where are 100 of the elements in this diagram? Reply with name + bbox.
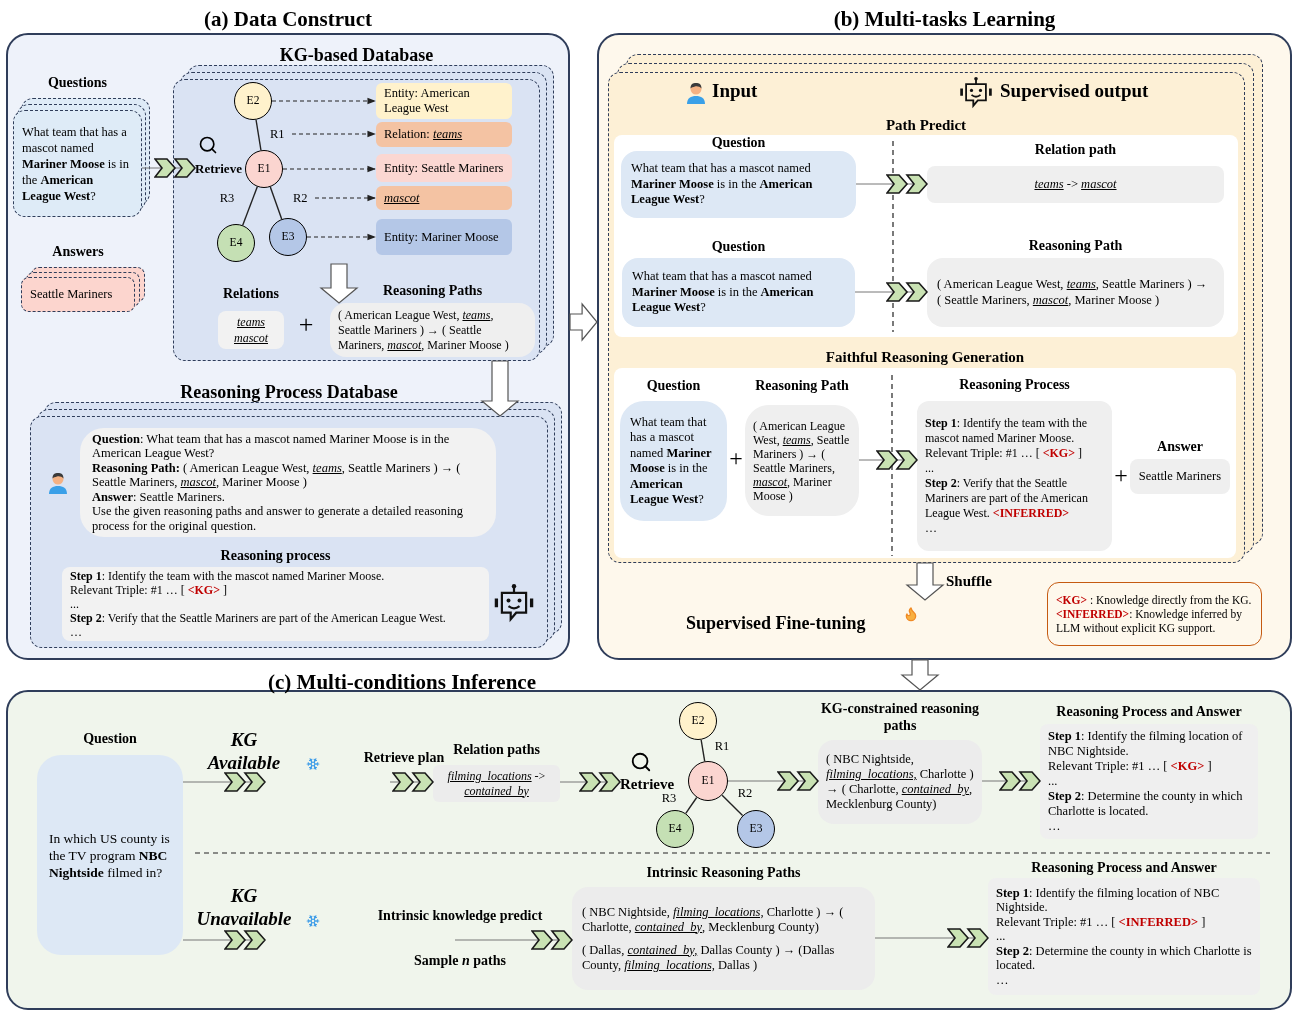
note-text: <KG> : Knowledge directly from the KG. — [1056, 593, 1253, 607]
step-label: Sample n paths — [413, 954, 507, 968]
reasoning-text: Step 2: Verify that the Seattle Mariners are part of the American League West. <INFERRED> — [925, 476, 1089, 521]
block-arrow — [319, 263, 359, 304]
path-text: teams -> mascot — [1034, 176, 1117, 194]
path-text: ( NBC Nightside, filming_locations, Charlotte ) → ( Charlotte, contained_by, Mecklenburg County) — [826, 752, 974, 812]
relation-label: R1 — [270, 126, 292, 142]
block-arrow — [569, 302, 598, 342]
reasoning-text: … — [1048, 819, 1062, 834]
reasoning-text: … — [996, 972, 1010, 988]
heading: Answers — [51, 243, 105, 260]
entity-node: E2 — [234, 82, 272, 120]
answer-text: Seattle Mariners — [1138, 468, 1222, 486]
reasoning-text: Step 2: Verify that the Seattle Mariners are part of the American League West. — [70, 611, 447, 625]
answer-text: Seattle Mariners — [30, 286, 114, 304]
reasoning-text: Step 1: Identify the team with the mascot named Mariner Moose. — [925, 416, 1088, 446]
heading: (a) Data Construct — [203, 6, 373, 33]
connector-line — [721, 794, 744, 817]
reasoning-text: Step 1: Identify the filming location of NBC Nightside. — [1048, 729, 1244, 759]
edge-label: R2 — [736, 785, 754, 802]
edge-label: Retrieve plan — [362, 749, 446, 767]
reasoning-text: Step 2: Determine the county in which Charlotte is located. — [1048, 789, 1244, 819]
heading: Relations — [222, 285, 280, 302]
heading: Answer — [1156, 438, 1204, 455]
edge-label: R3 — [218, 190, 236, 207]
heading: Question — [710, 238, 767, 255]
reasoning-text: Step 1: Identify the filming location of NBC Nightside. — [996, 885, 1221, 915]
entity-tag: Entity: Mariner Moose — [376, 219, 512, 255]
reasoning-text: Relevant Triple: #1 … [ <KG> ] — [70, 583, 228, 597]
prompt-text: Question: What team that has a mascot named Mariner Moose is in the American League West? — [92, 431, 451, 461]
relations-text: teams mascot — [233, 314, 269, 346]
reasoning-text: Relevant Triple: #1 … [ <KG> ] — [925, 446, 1083, 461]
column-heading: Input — [712, 81, 759, 100]
prompt-text: Reasoning Path: ( American League West, teams, Seattle Mariners ) → ( Seattle Mariners, mascot, Mariner Moose ) — [92, 460, 462, 490]
entity-node: E1 — [688, 761, 728, 801]
heading: Reasoning Paths — [381, 282, 484, 299]
prompt-text: Use the given reasoning paths and answer to generate a detailed reasoning process for the original question. — [92, 504, 465, 534]
path-text: filming_locations -> contained_by — [446, 768, 547, 799]
dashed-arrow — [306, 233, 376, 241]
block-arrow — [900, 659, 940, 691]
path-text: ( American League West, teams, Seattle Mariners ) → ( Seattle Mariners, mascot, Mariner Moose ) — [937, 277, 1209, 308]
dashed-card — [608, 72, 1245, 563]
prompt-card — [80, 428, 496, 537]
entity-node: E3 — [269, 218, 307, 256]
path-text: ( American League West, teams, Seattle Mariners ) → ( Seattle Mariners, mascot, Mariner Moose ) — [753, 418, 851, 503]
heading: Question — [710, 134, 767, 151]
reasoning-text: Relevant Triple: #1 … [ <INFERRED> ] — [996, 914, 1207, 930]
heading: Relation path — [1033, 141, 1118, 158]
connector-line — [242, 186, 258, 226]
question-text: What team that has a mascot named Mariner Moose is in the American League West? — [632, 269, 815, 316]
dashed-arrow — [291, 130, 376, 138]
heading: KG-based Database — [278, 44, 435, 67]
edge-label: Intrinsic knowledge predict — [376, 907, 544, 925]
question-text: What team that has a mascot named Mariner Moose is in the American League West? — [630, 414, 713, 508]
stage-title: Supervised Fine-tuning — [686, 611, 884, 635]
plus-sign: + — [297, 312, 315, 338]
heading: Reasoning Path — [1027, 237, 1124, 254]
heading: Path Predict — [884, 116, 968, 135]
block-arrow — [480, 360, 520, 417]
heading: Question — [82, 730, 138, 747]
heading: Questions — [46, 74, 109, 91]
relation-tag: Relation: teams — [376, 122, 512, 147]
reasoning-text: Relevant Triple: #1 … [ <KG> ] — [1048, 759, 1213, 774]
heading: Reasoning process — [219, 547, 332, 564]
entity-node: E4 — [217, 224, 255, 262]
edge-label: KG Unavailable — [195, 884, 293, 930]
dashed-arrow — [271, 97, 376, 105]
heading: Relation paths — [452, 741, 541, 758]
reasoning-text: … — [70, 625, 83, 639]
question-text: What team that has a mascot named Mariner Moose is in the American League West? — [631, 161, 814, 208]
dashed-arrow — [282, 165, 376, 173]
entity-node: E2 — [679, 702, 717, 740]
entity-node: E1 — [245, 150, 283, 188]
entity-tag: Entity: Seattle Mariners — [376, 154, 512, 182]
heading: (c) Multi-conditions Inference — [267, 669, 537, 696]
heading: Reasoning Process and Answer — [1055, 703, 1243, 720]
entity-tag: Entity: American League West — [376, 83, 512, 119]
connector-line — [269, 186, 283, 220]
connector-line — [700, 739, 706, 762]
reasoning-text: Step 2: Determine the county in which Charlotte is located. — [996, 943, 1252, 973]
entity-node: E4 — [656, 810, 694, 848]
reasoning-text: ... — [996, 929, 1007, 944]
dashed-arrow — [314, 194, 376, 202]
path-text: ( Dallas, contained_by, Dallas County ) → (Dallas County, filming_locations, Dallas ) — [582, 942, 836, 973]
relation-tag: mascot — [376, 186, 512, 210]
edge-label: R1 — [713, 738, 731, 755]
prompt-text: Answer: Seattle Mariners. — [92, 489, 226, 505]
plus-sign: + — [728, 446, 744, 470]
connector-line — [685, 796, 698, 815]
reasoning-text: ... — [925, 461, 935, 476]
heading: Reasoning Process and Answer — [1030, 859, 1218, 876]
reasoning-text: Step 1: Identify the team with the mascot named Mariner Moose. — [70, 569, 386, 583]
entity-node: E3 — [737, 810, 775, 848]
plus-sign: + — [1113, 463, 1129, 487]
retrieve-label: Retrieve — [195, 159, 244, 179]
reasoning-text: ... — [70, 597, 80, 611]
note-text: <INFERRED>: Knowledge inferred by LLM without explicit KG support. — [1056, 607, 1243, 635]
note-card — [1047, 582, 1262, 646]
edge-label: KG Available — [206, 728, 282, 774]
heading: Reasoning Process — [958, 376, 1071, 393]
